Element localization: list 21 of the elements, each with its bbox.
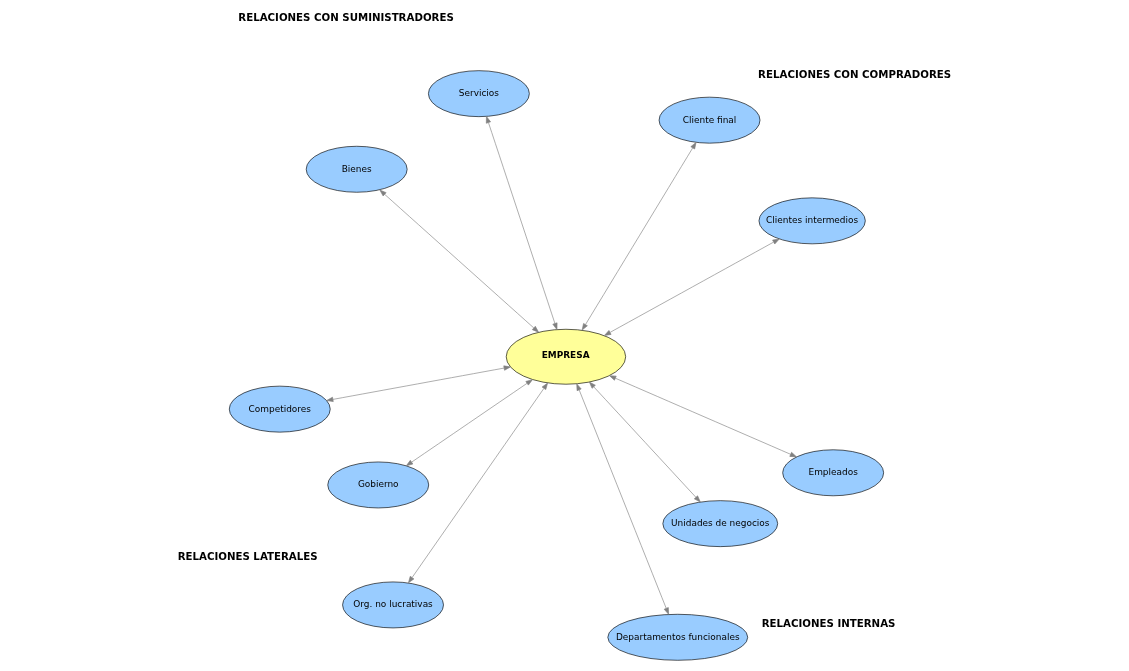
node-ellipse: Departamentos funcionales xyxy=(607,613,748,661)
arrow xyxy=(405,379,533,467)
arrow xyxy=(407,382,548,584)
arrow xyxy=(588,381,701,503)
label: RELACIONES CON SUMINISTRADORES xyxy=(237,11,454,23)
node-ellipse: Competidores xyxy=(228,385,331,433)
arrow xyxy=(325,365,511,402)
label: RELACIONES CON COMPRADORES xyxy=(757,69,951,81)
node-ellipse: Servicios xyxy=(427,70,530,117)
node-ellipse: Org. no lucrativas xyxy=(341,581,444,629)
node-ellipse: Unidades de negocios xyxy=(662,500,778,547)
label: RELACIONES LATERALES xyxy=(177,550,318,562)
arrow xyxy=(603,238,780,336)
node-ellipse: Cliente final xyxy=(658,96,760,144)
arrow xyxy=(485,116,557,330)
label: RELACIONES INTERNAS xyxy=(761,617,895,629)
arrow xyxy=(575,383,669,615)
node-ellipse: Bienes xyxy=(305,145,407,193)
arrow xyxy=(379,189,539,333)
arrow xyxy=(608,375,797,458)
arrow xyxy=(581,142,696,331)
